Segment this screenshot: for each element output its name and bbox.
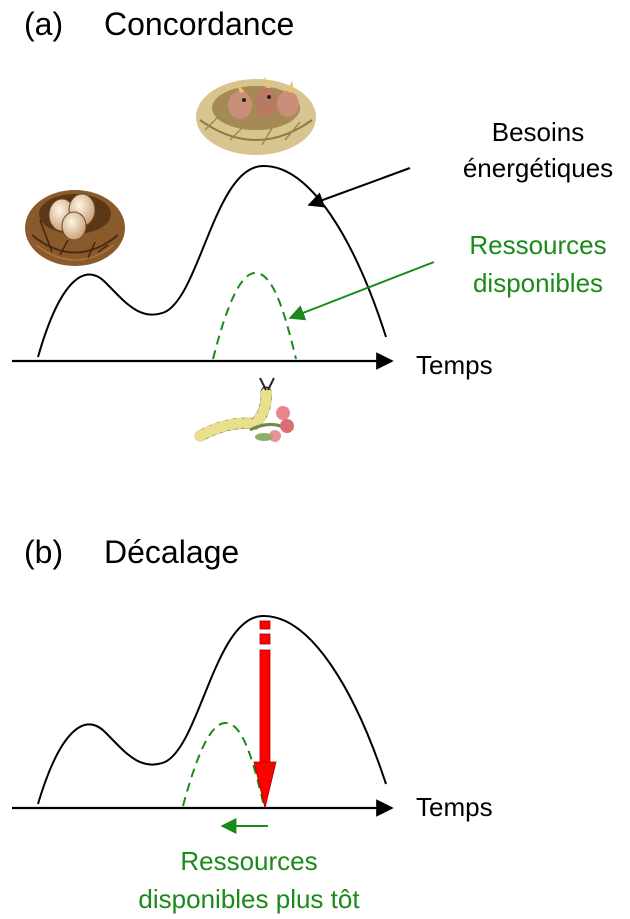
resource-pointer-arrow [288,261,435,321]
time-axis-label-a: Temps [416,350,493,380]
panel-b-title: Décalage [104,534,240,570]
panel-b-label: (b) [24,534,64,570]
demand-label-line1: Besoins [491,117,585,147]
caterpillar-icon [194,377,294,442]
resource-curve-b [182,721,265,807]
demand-label-line2: énergétiques [462,153,614,183]
resource-label-b-line1: Ressources [180,846,318,876]
resource-label-a-line2: disponibles [472,268,604,298]
nest-chicks-icon [196,76,316,155]
time-axis-label-b: Temps [416,792,493,822]
nest-eggs-icon [25,190,125,266]
demand-label: Besoins énergétiques [448,114,628,186]
panel-a-label: (a) [24,6,64,42]
resource-curve-a [212,271,297,360]
demand-curve-b [37,614,387,805]
resource-label-b: Ressources disponibles plus tôt [86,842,412,918]
demand-pointer-arrow [307,167,411,208]
panel-a-title: Concordance [104,6,295,42]
mismatch-arrow [253,620,277,809]
resource-label-a-line1: Ressources [469,230,607,260]
resource-label-a: Ressources disponibles [448,226,628,302]
resource-label-b-line2: disponibles plus tôt [138,884,360,914]
